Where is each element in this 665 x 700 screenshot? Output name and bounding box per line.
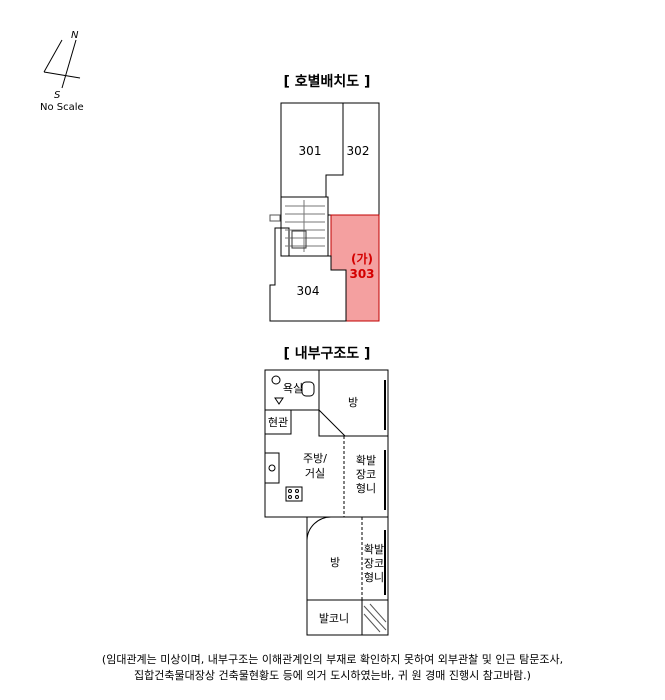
layout-plan bbox=[269, 102, 380, 322]
ext-storage-top-line1: 확발 bbox=[356, 454, 376, 467]
bath-label: 욕실 bbox=[283, 382, 303, 395]
ext-storage-bottom-line2: 장코 bbox=[364, 557, 384, 570]
unit-302-outline bbox=[325, 102, 380, 216]
unit-304-outline bbox=[269, 227, 347, 322]
unit-303-label: 303 bbox=[349, 267, 374, 281]
room-top-label: 방 bbox=[348, 396, 358, 409]
ext-storage-bottom-line3: 형니 bbox=[364, 571, 384, 584]
compass-south-label: S bbox=[54, 90, 61, 101]
ext-storage-bottom-line1: 확발 bbox=[364, 543, 384, 556]
room-top-outline bbox=[318, 370, 388, 437]
layout-plan-title: [ 호별배치도 ] bbox=[284, 73, 371, 90]
balcony-label: 발코니 bbox=[319, 612, 349, 625]
footnote: (임대관계는 미상이며, 내부구조는 이해관계인의 부재로 확인하지 못하여 외… bbox=[0, 652, 665, 684]
unit-303-prefix: (가) bbox=[351, 251, 373, 266]
stair-area bbox=[280, 196, 329, 257]
entrance-outline bbox=[264, 409, 292, 435]
footnote-line-2: 집합건축물대장상 건축물현황도 등에 의거 도시하였는바, 귀 원 경매 진행시… bbox=[134, 669, 531, 682]
ext-storage-top-line3: 형니 bbox=[356, 482, 376, 495]
entrance-label: 현관 bbox=[268, 416, 288, 429]
kitchen-label-line2: 거실 bbox=[305, 467, 325, 480]
compass: N S No Scale bbox=[40, 30, 84, 113]
balcony-outline bbox=[306, 599, 389, 636]
unit-304-label: 304 bbox=[297, 284, 320, 298]
unit-301-label: 301 bbox=[299, 144, 322, 158]
interior-plan bbox=[264, 369, 389, 636]
footnote-line-1: (임대관계는 미상이며, 내부구조는 이해관계인의 부재로 확인하지 못하여 외… bbox=[101, 653, 564, 666]
interior-plan-title: [ 내부구조도 ] bbox=[284, 346, 371, 362]
compass-north-label: N bbox=[71, 30, 79, 41]
kitchen-label-line1: 주방/ bbox=[303, 452, 327, 465]
ext-storage-top-line2: 장코 bbox=[356, 468, 376, 481]
unit-302-label: 302 bbox=[347, 144, 370, 158]
scale-label: No Scale bbox=[40, 102, 84, 113]
room-bottom-label: 방 bbox=[330, 556, 340, 569]
